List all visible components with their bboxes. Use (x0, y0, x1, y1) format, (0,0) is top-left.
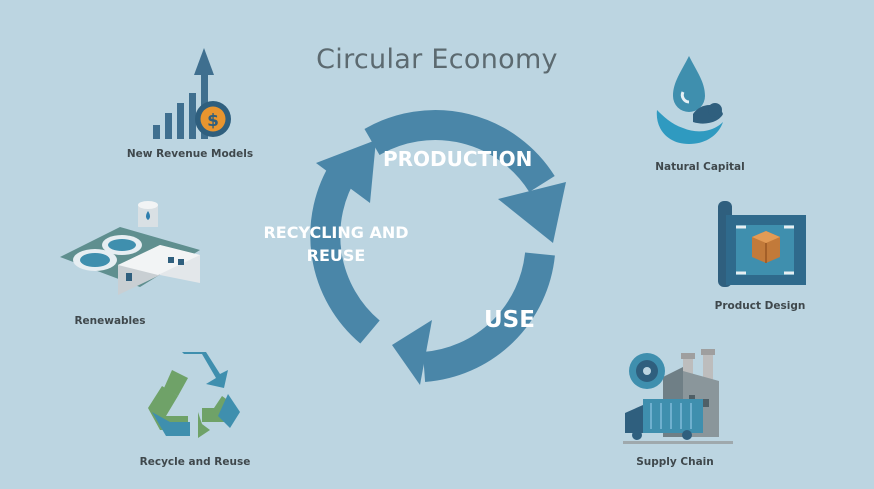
arrowhead-recycling (316, 140, 376, 203)
arrowhead-production (498, 182, 566, 243)
blueprint-box-icon (718, 201, 806, 287)
cycle-label-recycling: RECYCLING AND REUSE (246, 221, 426, 267)
factory-truck-icon (623, 349, 733, 444)
revenue-chart-icon: $ (153, 48, 231, 139)
label-renewables: Renewables (74, 315, 146, 327)
cycle-label-recycling-line1: RECYCLING AND (263, 223, 409, 242)
label-product-design: Product Design (714, 300, 806, 312)
arrow-use-to-recycling (422, 252, 555, 382)
cycle-label-production: PRODUCTION (383, 147, 533, 171)
node-natural-capital: Natural Capital (625, 50, 755, 180)
node-product-design: Product Design (700, 195, 820, 320)
water-drop-hand-icon (656, 56, 723, 144)
label-natural-capital: Natural Capital (655, 161, 745, 173)
arrow-production-to-use (364, 109, 555, 193)
water-treatment-plant-icon (60, 201, 200, 295)
node-supply-chain: Supply Chain (605, 345, 745, 475)
arrow-recycling-to-production (310, 159, 380, 344)
node-renewables: Renewables (50, 195, 210, 335)
cycle-label-recycling-line2: REUSE (306, 246, 366, 266)
arrowhead-use (392, 320, 432, 385)
label-recycle-and-reuse: Recycle and Reuse (139, 456, 251, 468)
node-new-revenue-models: $ New Revenue Models (100, 40, 280, 170)
recycle-icon (148, 352, 240, 438)
node-recycle-and-reuse: Recycle and Reuse (110, 345, 280, 475)
svg-text:$: $ (207, 111, 219, 131)
cycle-label-use: USE (484, 307, 535, 333)
diagram-title: Circular Economy (316, 44, 558, 75)
label-supply-chain: Supply Chain (636, 456, 714, 468)
label-new-revenue-models: New Revenue Models (126, 148, 254, 160)
